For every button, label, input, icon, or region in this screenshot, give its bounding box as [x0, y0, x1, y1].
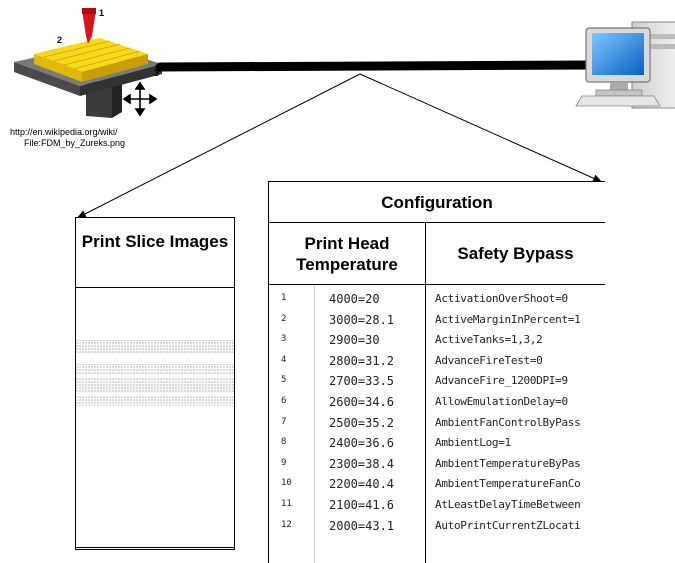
safety-bypass-value: AmbientTemperatureFanCo: [435, 477, 581, 491]
safety-bypass-value: ActiveTanks=1,3,2: [435, 333, 543, 347]
config-line-number: 2: [281, 313, 287, 324]
config-line-number: 9: [281, 457, 287, 468]
line-number-gutter: [314, 285, 315, 563]
config-line-number: 10: [281, 478, 292, 489]
arrow-to-slice-images: [76, 73, 361, 219]
safety-bypass-value: ActivationOverShoot=0: [435, 292, 568, 305]
safety-bypass-value: AutoPrintCurrentZLocati: [435, 518, 581, 532]
config-line-number: 12: [281, 519, 292, 530]
config-title-divider: [269, 222, 605, 223]
printer-label-3: 3: [154, 68, 160, 78]
config-line-number: 3: [281, 334, 287, 345]
fdm-printer-illustration: [14, 8, 162, 118]
source-caption-line-1: http://en.wikipedia.org/wiki/: [10, 127, 118, 137]
config-line-number: 5: [281, 375, 287, 386]
safety-bypass-value: AmbientFanControlByPass: [435, 415, 581, 429]
config-line-number: 7: [281, 416, 287, 427]
print-head-temperature-value: 4000=20: [329, 292, 380, 306]
print-head-temperature-value: 3000=28.1: [329, 312, 395, 327]
slice-bottom-rule: [76, 547, 234, 548]
column-header-print-head-temperature: Print Head Temperature: [296, 234, 398, 274]
config-header-divider: [269, 284, 605, 285]
config-column-divider: [425, 222, 426, 563]
print-head-temperature-value: 2600=34.6: [329, 395, 395, 409]
printer-label-1: 1: [99, 8, 105, 18]
print-head-temperature-value: 2800=31.2: [329, 353, 395, 368]
config-line-number: 6: [281, 396, 287, 406]
config-line-number: 1: [281, 293, 287, 303]
configuration-title: Configuration: [381, 193, 493, 212]
print-head-temperature-value: 2400=36.6: [329, 436, 395, 451]
print-head-temperature-value: 2500=35.2: [329, 415, 395, 430]
print-head-temperature-value: 2700=33.5: [329, 374, 395, 389]
print-head-temperature-value: 2900=30: [329, 333, 380, 348]
slice-divider: [76, 287, 234, 288]
print-head-temperature-value: 2200=40.4: [329, 477, 395, 492]
print-head-temperature-value: 2300=38.4: [329, 456, 395, 471]
printed-object: [34, 38, 148, 72]
config-line-number: 4: [281, 354, 287, 365]
safety-bypass-value: AdvanceFire_1200DPI=9: [435, 374, 568, 388]
safety-bypass-value: AmbientTemperatureByPas: [435, 456, 581, 470]
safety-bypass-value: AmbientLog=1: [435, 436, 511, 450]
printer-label-2: 2: [57, 35, 63, 45]
computer-icon: [575, 21, 675, 109]
column-header-safety-bypass: Safety Bypass: [457, 244, 574, 263]
safety-bypass-value: AllowEmulationDelay=0: [435, 395, 568, 408]
print-nozzle: [82, 10, 96, 44]
print-head-temperature-value: 2000=43.1: [329, 518, 395, 533]
safety-bypass-value: AtLeastDelayTimeBetween: [435, 498, 581, 511]
connection-cable: [155, 60, 595, 72]
safety-bypass-value: ActiveMarginInPercent=1: [435, 312, 581, 326]
slice-image: [76, 340, 234, 406]
slice-images-panel: Print Slice Images: [75, 217, 235, 550]
move-arrows-icon: [122, 81, 158, 117]
print-head-temperature-value: 2100=41.6: [329, 498, 395, 512]
configuration-panel: Configuration Print Head Temperature Saf…: [268, 181, 605, 563]
source-caption-line-2: File:FDM_by_Zureks.png: [24, 138, 126, 148]
safety-bypass-value: AdvanceFireTest=0: [435, 353, 543, 367]
arrow-to-configuration: [359, 73, 603, 183]
config-line-number: 8: [281, 437, 287, 448]
slice-images-title: Print Slice Images: [81, 232, 229, 251]
config-line-number: 11: [281, 499, 292, 509]
